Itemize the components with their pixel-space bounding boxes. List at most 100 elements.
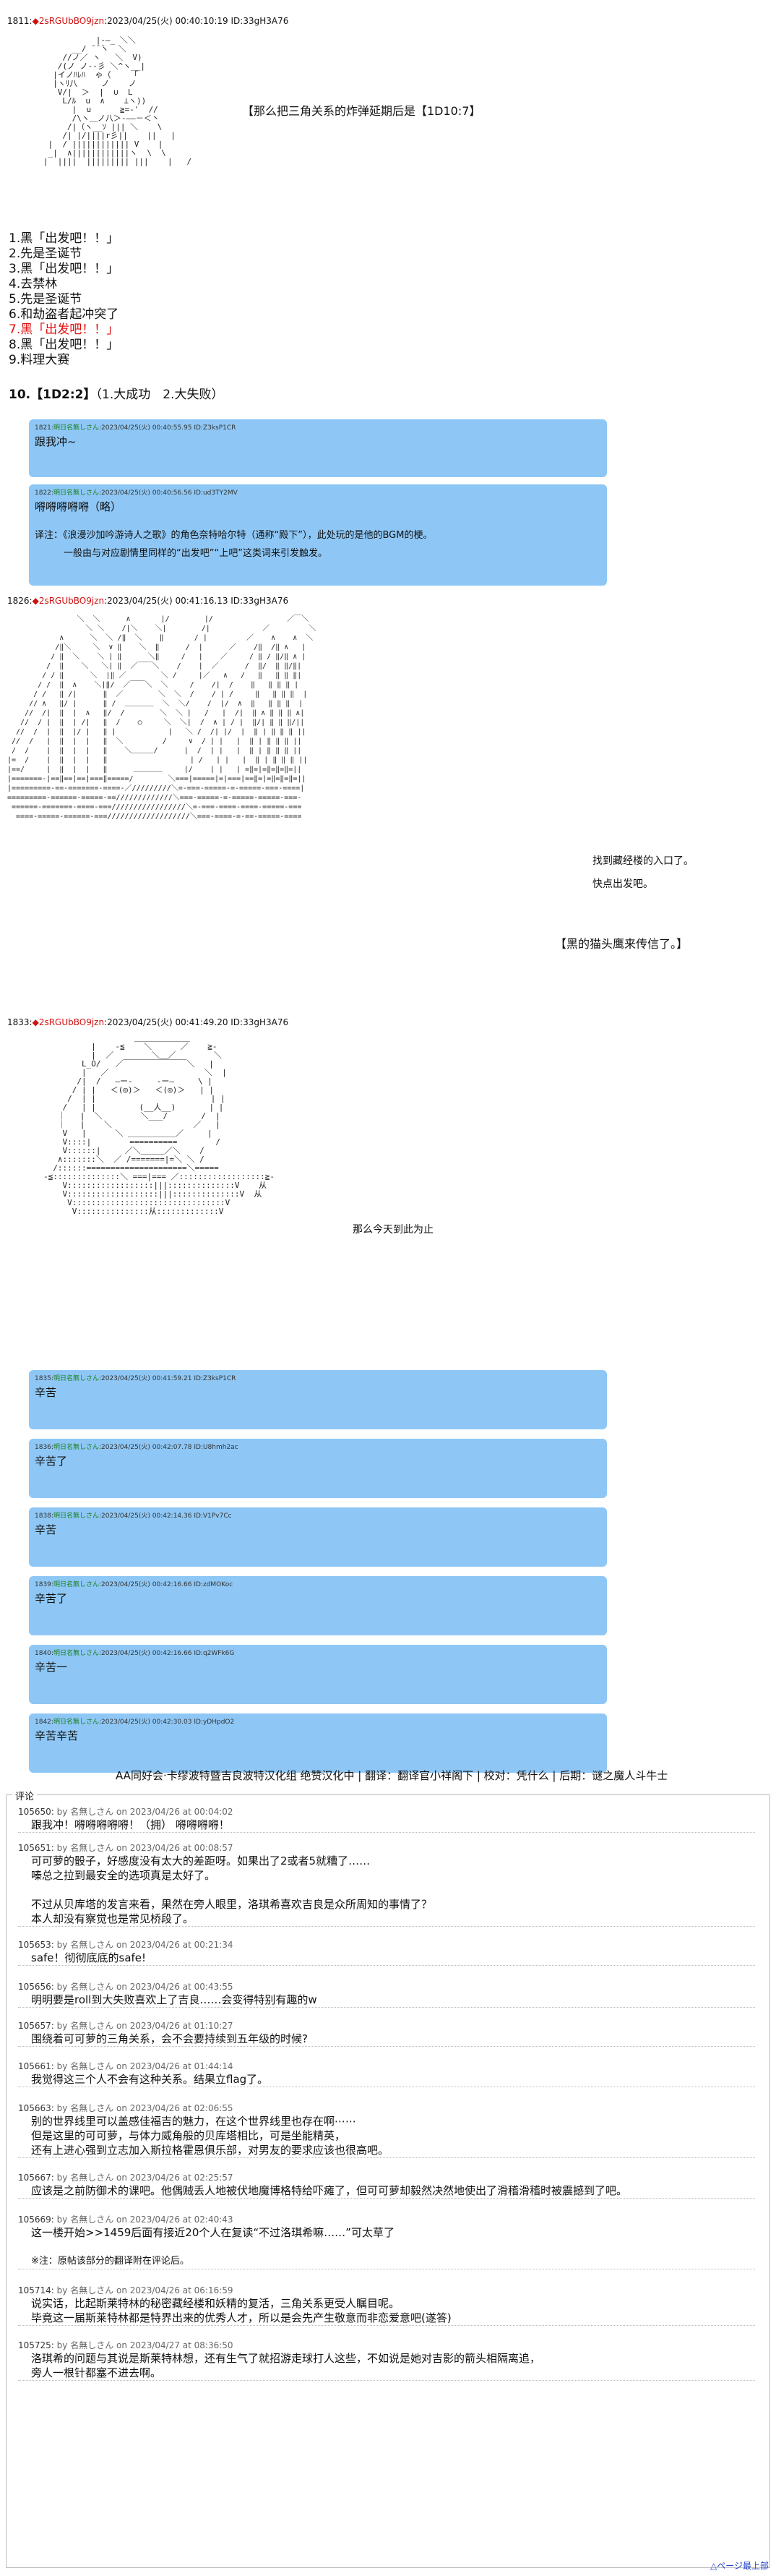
comment-text: 本人却没有察觉也是常见桥段了。 <box>31 1912 194 1925</box>
reply-header: 1821:明日名無しさん:2023/04/25(火) 00:40:55.95 I… <box>35 424 236 432</box>
comment-text: 毕竟这一届斯莱特林都是特界出来的优秀人才，所以是会先产生敬意而非恋爱意吧(遂答) <box>31 2311 452 2324</box>
comment-text: 应该是之前防御术的课吧。他偶贼丢人地被伏地魔博格特给吓瘫了，但可可萝却毅然决然地… <box>31 2184 628 2197</box>
credits-line: AA同好会·卡缪波特暨吉良波特汉化组 绝赞汉化中 | 翻译：翻译官小祥阁下 | … <box>116 1769 668 1782</box>
reply-text: 辛苦了 <box>35 1455 68 1468</box>
choice-item: 6.和劫盗者起冲突了 <box>9 307 119 322</box>
post-number: 1811: <box>7 16 33 26</box>
comment-meta: 105653: by 名無しさん on 2023/04/26 at 00:21:… <box>18 1940 233 1950</box>
reply-header: 1842:明日名無しさん:2023/04/25(火) 00:42:30.03 I… <box>35 1719 235 1726</box>
choice-item: 4.去禁林 <box>9 277 58 291</box>
poster-name: ◆2sRGUbBO9jzn <box>32 596 105 606</box>
reply-bubble: 1821:明日名無しさん:2023/04/25(火) 00:40:55.95 I… <box>29 419 607 477</box>
poster-name: ◆2sRGUbBO9jzn <box>32 16 105 26</box>
comment-item: 105714: by 名無しさん on 2023/04/26 at 06:16:… <box>18 2284 755 2326</box>
reply-bubble: 1842:明日名無しさん:2023/04/25(火) 00:42:30.03 I… <box>29 1713 607 1773</box>
comment-item: 105669: by 名無しさん on 2023/04/26 at 02:40:… <box>18 2213 755 2269</box>
comment-text: 还有上进心强到立志加入斯拉格霍恩俱乐部，对男友的要求应该也很高吧。 <box>31 2144 389 2157</box>
comment-text: safe！彻彻底底的safe! <box>31 1951 147 1964</box>
comment-text <box>18 1883 755 1897</box>
comment-text: 我觉得这三个人不会有这种关系。结果立flag了。 <box>31 2073 269 2086</box>
reply-header: 1838:明日名無しさん:2023/04/25(火) 00:42:14.36 I… <box>35 1512 232 1520</box>
comment-meta: 105663: by 名無しさん on 2023/04/26 at 02:06:… <box>18 2103 233 2113</box>
comment-text: 跟我冲！嘚嘚嘚嘚嘚！（拥） 嘚嘚嘚嘚！ <box>31 1818 230 1831</box>
comment-item: 105667: by 名無しさん on 2023/04/26 at 02:25:… <box>18 2171 755 2199</box>
comment-item: 105650: by 名無しさん on 2023/04/26 at 00:04:… <box>18 1805 755 1833</box>
dice-result-legend: （1.大成功 2.大失败） <box>95 388 224 402</box>
comment-meta: 105714: by 名無しさん on 2023/04/26 at 06:16:… <box>18 2285 233 2295</box>
choice-item-selected: 7.黑「出发吧！！」 <box>9 322 119 337</box>
choice-item: 9.料理大赛 <box>9 353 70 367</box>
comment-meta: 105657: by 名無しさん on 2023/04/26 at 01:10:… <box>18 2021 233 2031</box>
reply-text: 辛苦 <box>35 1523 57 1536</box>
comment-item: 105725: by 名無しさん on 2023/04/27 at 08:36:… <box>18 2339 755 2381</box>
reply-header: 1839:明日名無しさん:2023/04/25(火) 00:42:16.66 I… <box>35 1581 233 1588</box>
ascii-art-character-3: ＿＿＿＿＿＿＿ | -≦ ＼ ／ ≧- | ／ ＼＿／ ＼ L_O/ ／￣￣￣￣… <box>43 1033 275 1216</box>
post-header: 1811:◆2sRGUbBO9jzn:2023/04/25(火) 00:40:1… <box>7 14 288 27</box>
comment-text: 旁人一根针都塞不进去啊。 <box>31 2366 162 2379</box>
dice-result-roll: 10.【1D2:2】 <box>9 388 96 402</box>
dice-result: 10.【1D2:2】（1.大成功 2.大失败） <box>9 384 223 402</box>
comment-item: 105653: by 名無しさん on 2023/04/26 at 00:21:… <box>18 1938 755 1966</box>
reply-text: 嘚嘚嘚嘚嘚（略） <box>35 500 122 513</box>
scene-line: 快点出发吧。 <box>592 878 653 890</box>
choice-item: 3.黑「出发吧！！」 <box>9 262 119 276</box>
comment-text <box>18 2240 755 2254</box>
post-header: 1826:◆2sRGUbBO9jzn:2023/04/25(火) 00:41:1… <box>7 594 288 607</box>
scene-line: 【黑的猫头鹰来传信了。】 <box>555 937 689 951</box>
reply-text: 辛苦一 <box>35 1661 68 1674</box>
reply-text: 辛苦 <box>35 1386 57 1399</box>
post-number: 1826: <box>7 596 33 606</box>
reply-bubble: 1839:明日名無しさん:2023/04/25(火) 00:42:16.66 I… <box>29 1576 607 1635</box>
comment-meta: 105650: by 名無しさん on 2023/04/26 at 00:04:… <box>18 1807 233 1817</box>
comment-text: 别的世界线里可以盖感佳福吉的魅力，在这个世界线里也存在啊⋯⋯ <box>31 2115 357 2128</box>
post-number: 1833: <box>7 1017 33 1027</box>
comment-meta: 105661: by 名無しさん on 2023/04/26 at 01:44:… <box>18 2061 233 2071</box>
comment-item: 105656: by 名無しさん on 2023/04/26 at 00:43:… <box>18 1980 755 2008</box>
comment-text: 这一楼开始>>1459后面有接近20个人在复读“不过洛琪希嘛……”可太草了 <box>31 2226 395 2239</box>
reply-bubble: 1840:明日名無しさん:2023/04/25(火) 00:42:16.66 I… <box>29 1645 607 1704</box>
comment-meta: 105669: by 名無しさん on 2023/04/26 at 02:40:… <box>18 2215 233 2225</box>
comments-title: 评论 <box>12 1789 38 1802</box>
reply-bubble: 1822:明日名無しさん:2023/04/25(火) 00:40:56.56 I… <box>29 484 607 586</box>
comment-item: 105661: by 名無しさん on 2023/04/26 at 01:44:… <box>18 2060 755 2087</box>
ascii-art-character-1: |-―_ ＼＼ __/ ̄ ̄ ̄ヽ ＼ //ノ／ ヽ ＼ V) /(ノ ノ-‐… <box>43 35 192 166</box>
post-meta: :2023/04/25(火) 00:41:49.20 ID:33gH3A76 <box>104 1017 289 1027</box>
scene-caption: 【那么把三角关系的炸弹延期后是【1D10:7】 <box>242 104 481 118</box>
reply-bubble: 1835:明日名無しさん:2023/04/25(火) 00:41:59.21 I… <box>29 1370 607 1429</box>
comment-text: 可可萝的骰子，好感度没有太大的差距呀。如果出了2或者5就糟了…… <box>31 1854 371 1867</box>
post-header: 1833:◆2sRGUbBO9jzn:2023/04/25(火) 00:41:4… <box>7 1016 288 1028</box>
back-to-top-link[interactable]: △ページ最上部 <box>710 2561 769 2571</box>
reply-header: 1840:明日名無しさん:2023/04/25(火) 00:42:16.66 I… <box>35 1650 235 1657</box>
choice-item: 5.先是圣诞节 <box>9 292 82 307</box>
reply-header: 1835:明日名無しさん:2023/04/25(火) 00:41:59.21 I… <box>35 1375 236 1382</box>
poster-name: ◆2sRGUbBO9jzn <box>32 1017 105 1027</box>
comment-text: 洛琪希的问题与其说是斯莱特林想，还有生气了就招游走球打人这些，不如说是她对吉影的… <box>31 2352 541 2365</box>
comment-text: 不过从贝库塔的发言来看，果然在旁人眼里，洛琪希喜欢吉良是众所周知的事情了？ <box>31 1898 433 1911</box>
reply-text: 辛苦辛苦 <box>35 1729 79 1742</box>
reply-text: 辛苦了 <box>35 1592 68 1605</box>
translator-note: 一般由与对应剧情里同样的“出发吧”“上吧”这类词来引发触发。 <box>64 548 327 559</box>
choice-item: 8.黑「出发吧！！」 <box>9 338 119 352</box>
comment-item: 105663: by 名無しさん on 2023/04/26 at 02:06:… <box>18 2102 755 2158</box>
reply-bubble: 1838:明日名無しさん:2023/04/25(火) 00:42:14.36 I… <box>29 1507 607 1567</box>
choice-list: 1.黑「出发吧！！」 2.先是圣诞节 3.黑「出发吧！！」 4.去禁林 5.先是… <box>9 231 118 368</box>
comment-text: 围绕着可可萝的三角关系，会不会要持续到五年级的时候? <box>31 2032 308 2045</box>
ascii-art-character-2: ＼ ＼ ∧ |/ |/ ／￣＼ ＼ ＼ /|＼ ＼| /| ／ ＼ ∧ ＼ ＼ … <box>7 615 316 821</box>
comment-item: 105651: by 名無しさん on 2023/04/26 at 00:08:… <box>18 1841 755 1927</box>
comment-item: 105657: by 名無しさん on 2023/04/26 at 01:10:… <box>18 2019 755 2047</box>
comment-meta: 105667: by 名無しさん on 2023/04/26 at 02:25:… <box>18 2173 233 2183</box>
comment-text: 但是这里的可可萝，与体力威角般的贝库塔相比，可是坐能精英， <box>31 2129 346 2142</box>
post-meta: :2023/04/25(火) 00:40:10:19 ID:33gH3A76 <box>104 16 289 26</box>
comment-text: 说实话，比起斯莱特林的秘密藏经楼和妖精的复活，三角关系更受人瞩目呢。 <box>31 2297 400 2310</box>
comment-text: 嗪总之拉到最安全的选项真是太好了。 <box>31 1869 216 1882</box>
translator-note: 译注：《浪漫沙加吟游诗人之歌》的角色奈特哈尔特（通称“殿下”），此处玩的是他的B… <box>35 530 433 541</box>
comment-meta: 105651: by 名無しさん on 2023/04/26 at 00:08:… <box>18 1843 233 1853</box>
scene-line: 找到藏经楼的入口了。 <box>592 855 694 867</box>
comment-text: 明明要是roll到大失败喜欢上了吉良……会变得特别有趣的w <box>31 1993 317 2006</box>
post-meta: :2023/04/25(火) 00:41:16.13 ID:33gH3A76 <box>104 596 289 606</box>
reply-header: 1836:明日名無しさん:2023/04/25(火) 00:42:07.78 I… <box>35 1444 238 1451</box>
choice-item: 1.黑「出发吧！！」 <box>9 231 119 246</box>
comment-meta: 105656: by 名無しさん on 2023/04/26 at 00:43:… <box>18 1982 233 1992</box>
reply-bubble: 1836:明日名無しさん:2023/04/25(火) 00:42:07.78 I… <box>29 1439 607 1498</box>
scene-caption: 那么今天到此为止 <box>353 1224 434 1236</box>
